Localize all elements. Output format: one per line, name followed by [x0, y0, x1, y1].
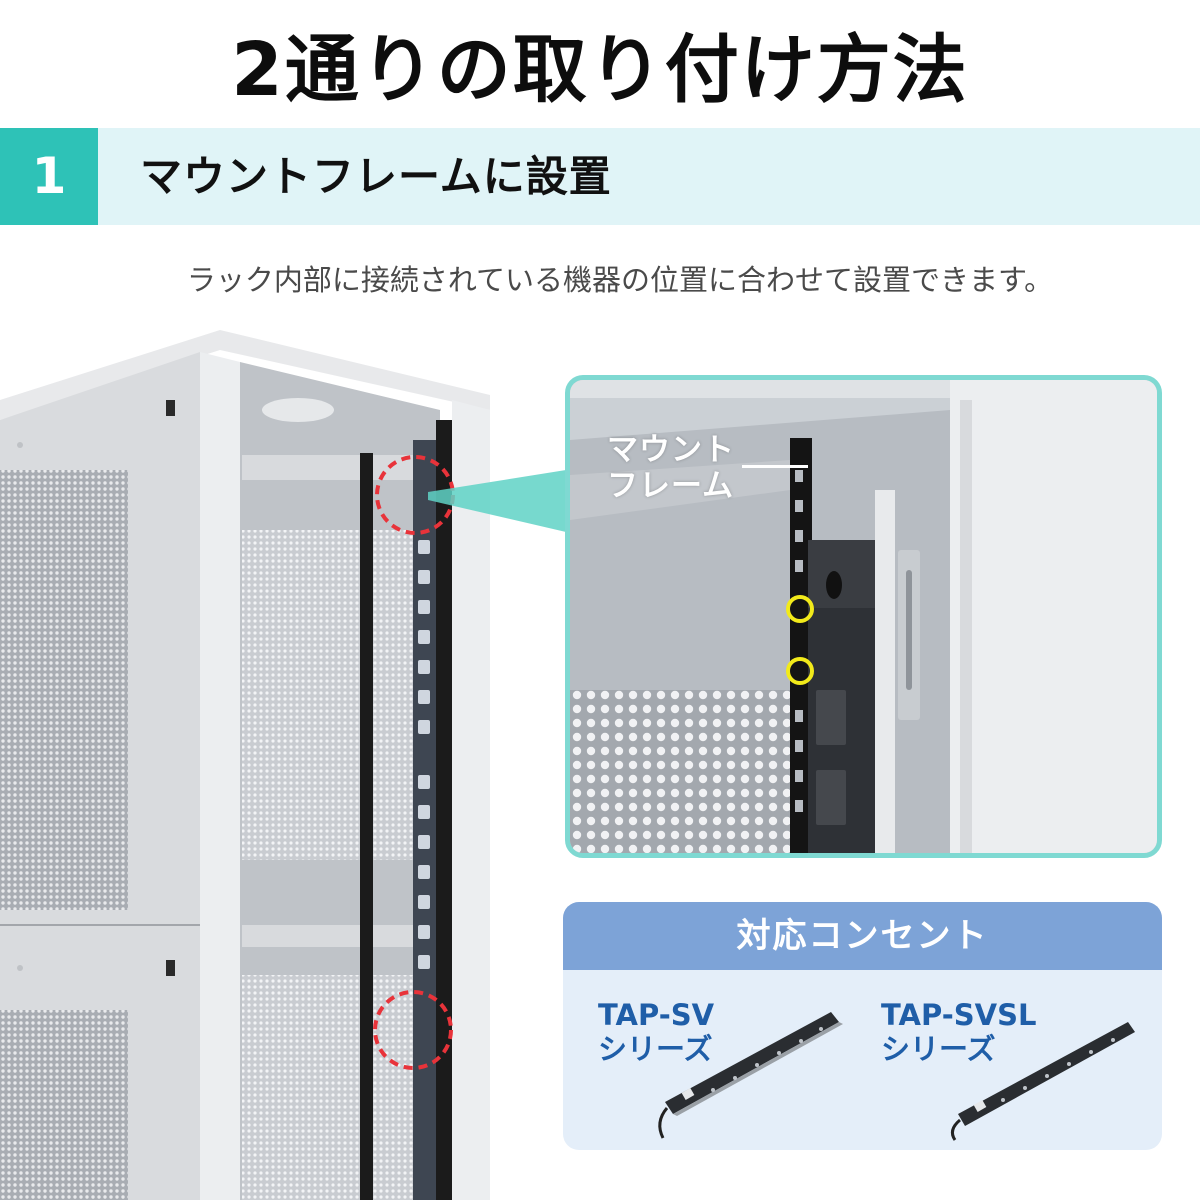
- model-series: シリーズ: [881, 1032, 996, 1066]
- mount-frame-label-line2: フレーム: [607, 468, 735, 504]
- compatible-outlets-heading: 対応コンセント: [563, 902, 1162, 970]
- mount-frame-label-line1: マウント: [607, 432, 735, 468]
- model-series: シリーズ: [598, 1032, 713, 1066]
- section-header-band: [0, 128, 1200, 225]
- screw-highlight-bottom: [786, 657, 814, 685]
- power-strip-images: [658, 1012, 1135, 1141]
- rack-illustration: [0, 330, 490, 1200]
- page-title: 2通りの取り付け方法: [231, 27, 969, 113]
- tap-sv-strip-image: [658, 1012, 843, 1139]
- model-tap-svsl: TAP-SVSL シリーズ: [881, 998, 1036, 1066]
- callout-circle-bottom: [373, 990, 453, 1070]
- compatible-outlets-panel: 対応コンセント TAP-SV シリーズ TAP-SVSL シリーズ: [563, 902, 1162, 1150]
- tap-svsl-strip-image: [950, 1022, 1135, 1141]
- model-name: TAP-SVSL: [881, 998, 1037, 1032]
- label-pointer-line: [742, 465, 808, 468]
- section-description: ラック内部に接続されている機器の位置に合わせて設置できます。: [186, 263, 1054, 297]
- section-title: マウントフレームに設置: [140, 152, 612, 201]
- screw-highlight-top: [786, 595, 814, 623]
- section-number-badge: 1: [0, 128, 98, 225]
- inset-zoom-photo: マウント フレーム: [565, 375, 1162, 858]
- mount-frame-label: マウント フレーム: [607, 432, 735, 504]
- inset-illustration: [570, 380, 1157, 853]
- model-tap-sv: TAP-SV シリーズ: [598, 998, 714, 1066]
- model-name: TAP-SV: [598, 998, 715, 1032]
- rack-photo: [0, 320, 560, 1200]
